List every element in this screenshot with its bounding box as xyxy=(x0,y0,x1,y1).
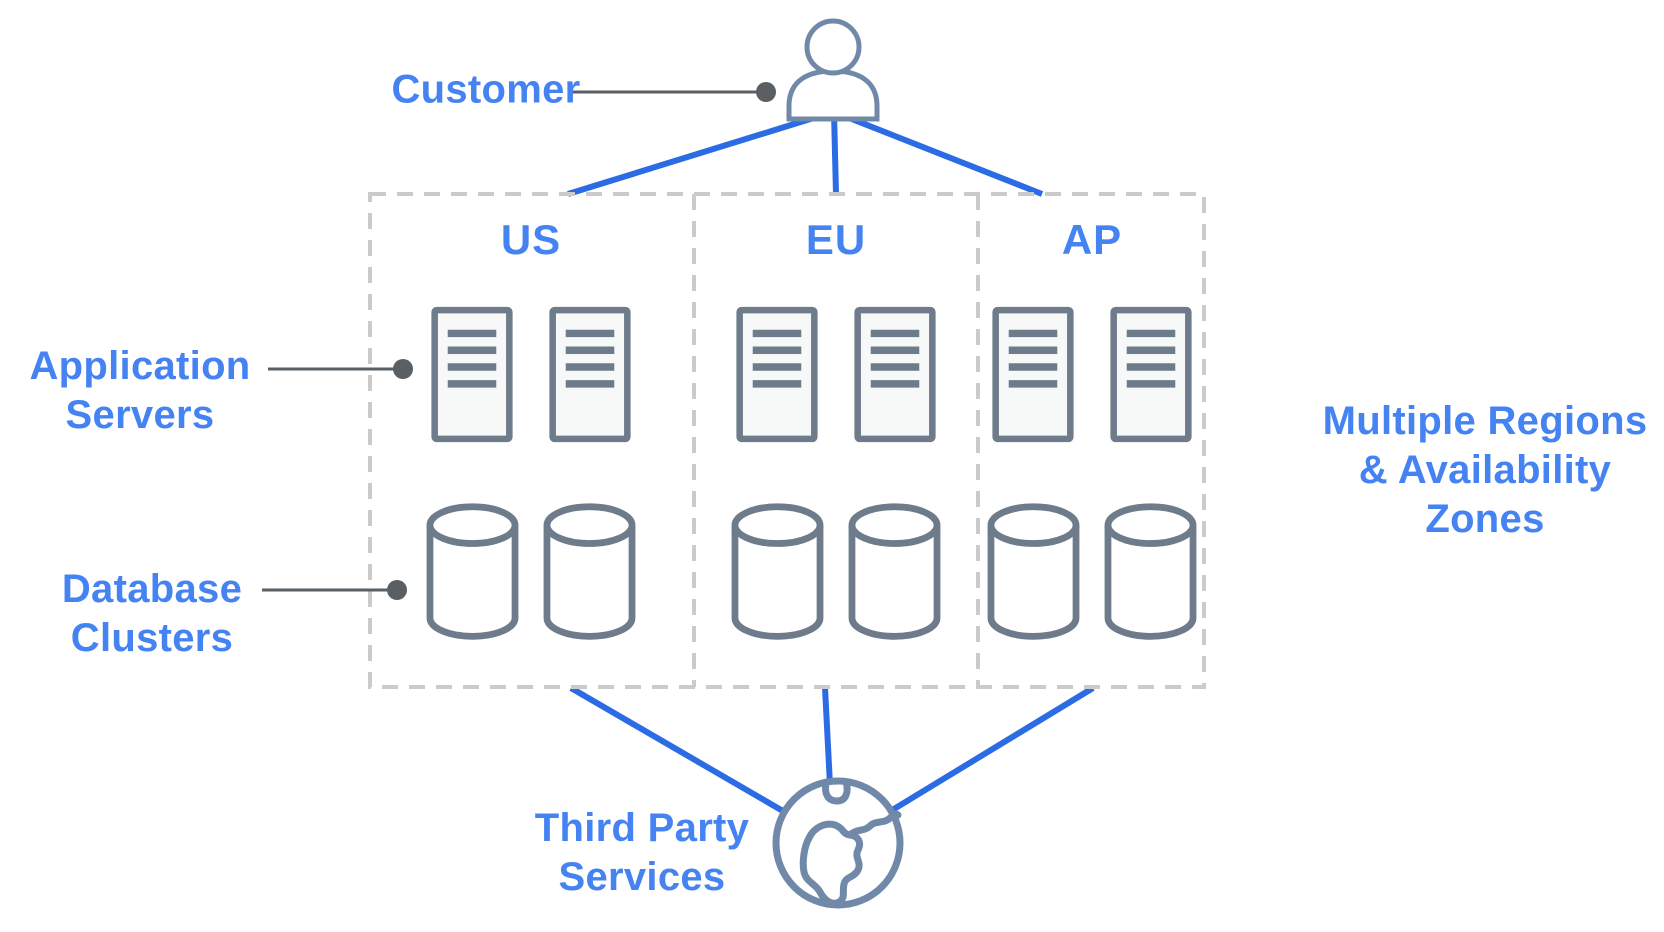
db-clusters-callout-dot xyxy=(387,580,407,600)
us-app-servers xyxy=(430,303,632,446)
database-cylinder-icon xyxy=(729,501,826,646)
globe-africa-landmass xyxy=(799,820,864,907)
server-icon xyxy=(548,303,632,446)
customer-to-regions-lines xyxy=(567,109,1044,197)
server-icon xyxy=(430,303,514,446)
app-servers-callout-dot xyxy=(393,359,413,379)
person-icon xyxy=(786,18,880,122)
eu-database-clusters xyxy=(729,501,943,646)
server-icon xyxy=(1109,303,1193,446)
customer-label: Customer xyxy=(391,67,581,112)
database-clusters-label: Database Clusters xyxy=(62,565,242,663)
server-icon xyxy=(991,303,1075,446)
application-servers-label-line1: Application xyxy=(29,344,251,389)
callout-connectors xyxy=(262,82,776,600)
third-party-services-label-line1: Third Party xyxy=(534,806,750,851)
ap-database-clusters xyxy=(985,501,1199,646)
region-label-ap: AP xyxy=(1061,216,1123,263)
multiple-regions-label-line1: Multiple Regions xyxy=(1322,398,1648,443)
application-servers-label-line2: Servers xyxy=(65,393,215,437)
regions-dashed-box xyxy=(368,192,1206,689)
server-icon xyxy=(853,303,937,446)
region-label-eu: EU xyxy=(805,216,867,263)
application-servers-label: Application Servers xyxy=(29,342,250,440)
customer-callout-dot xyxy=(756,82,776,102)
database-cylinder-icon xyxy=(424,501,521,646)
region-label-us: US xyxy=(500,216,562,263)
globe-top-landmass xyxy=(822,778,851,805)
third-party-services-label: Third Party Services xyxy=(535,804,749,902)
region-column-eu: EU xyxy=(694,192,978,689)
database-clusters-label-line2: Clusters xyxy=(70,616,234,660)
globe-icon xyxy=(772,777,904,909)
third-party-services-label-line2: Services xyxy=(558,855,726,899)
multiple-regions-label-line2: & Availability xyxy=(1358,447,1612,492)
server-icon xyxy=(735,303,819,446)
ap-app-servers xyxy=(991,303,1193,446)
database-cylinder-icon xyxy=(541,501,638,646)
multiple-regions-label-line3: Zones xyxy=(1425,496,1545,541)
database-cylinder-icon xyxy=(1102,501,1199,646)
region-column-us: US xyxy=(368,192,694,689)
database-cylinder-icon xyxy=(985,501,1082,646)
database-clusters-label-line1: Database xyxy=(61,567,243,612)
eu-app-servers xyxy=(735,303,937,446)
multiple-regions-label: Multiple Regions & Availability Zones xyxy=(1323,397,1648,543)
database-cylinder-icon xyxy=(846,501,943,646)
region-column-ap: AP xyxy=(978,192,1206,689)
globe-right-landmass xyxy=(846,810,902,839)
us-database-clusters xyxy=(424,501,638,646)
